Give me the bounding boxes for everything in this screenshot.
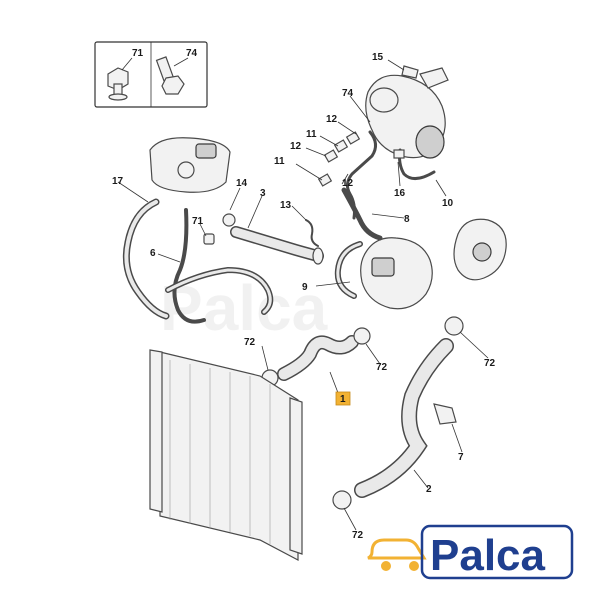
callout-10: 10: [442, 198, 454, 209]
callout-72d: 72: [352, 530, 364, 541]
callout-74-inset: 74: [186, 48, 198, 59]
callout-6: 6: [150, 248, 156, 259]
callout-8: 8: [404, 214, 410, 225]
callout-12c: 12: [342, 178, 354, 189]
clip-71-icon: [107, 67, 129, 101]
fitting-13: [305, 219, 319, 247]
callout-15: 15: [372, 52, 384, 63]
callout-7: 7: [458, 452, 464, 463]
callout-72a: 72: [244, 337, 256, 348]
water-outlet-housing: [453, 218, 507, 281]
callout-72c: 72: [484, 358, 496, 369]
callout-2: 2: [426, 484, 432, 495]
car-outline-icon: [367, 538, 427, 560]
callout-12a: 12: [326, 114, 338, 125]
callout-17: 17: [112, 176, 124, 187]
hose-6: [165, 208, 274, 324]
callout-13: 13: [280, 200, 292, 211]
hose-17: [122, 198, 170, 320]
turbocharger: [365, 65, 449, 159]
leader-lines: [117, 59, 489, 531]
callout-71: 71: [192, 216, 204, 227]
callout-labels: 15 74 11 12 12 11 12 16 10 8 17 14 3 13 …: [112, 52, 496, 541]
callout-11b: 11: [274, 156, 285, 167]
callout-71-inset: 71: [132, 48, 144, 59]
callout-12b: 12: [290, 141, 302, 152]
hose-8: [341, 187, 383, 241]
hose-1: [261, 327, 371, 387]
callout-14: 14: [236, 178, 248, 189]
watermark-text: Palca: [160, 272, 328, 344]
callout-16: 16: [394, 188, 406, 199]
pump-assembly: [334, 237, 433, 310]
palca-logo: Palca: [367, 524, 574, 580]
fastener-inset: 71 74: [94, 41, 208, 108]
callout-11a: 11: [306, 129, 317, 140]
clip-14: [222, 213, 236, 227]
logo-text: Palca: [430, 531, 546, 580]
logo-frame: [420, 524, 574, 580]
callout-1: 1: [340, 394, 346, 405]
callout-74: 74: [342, 88, 354, 99]
wheel-icon: [409, 561, 419, 571]
expansion-tank: [149, 137, 231, 193]
fitting-71: [203, 233, 215, 245]
highlight-badge: [335, 391, 351, 406]
callout-72b: 72: [376, 362, 388, 373]
bolt-74-icon: [155, 56, 185, 95]
wheel-icon: [381, 561, 391, 571]
callout-9: 9: [302, 282, 308, 293]
pipe-3: [230, 226, 324, 265]
callout-3: 3: [260, 188, 266, 199]
radiator: [149, 349, 303, 561]
hose-2: [332, 316, 464, 510]
